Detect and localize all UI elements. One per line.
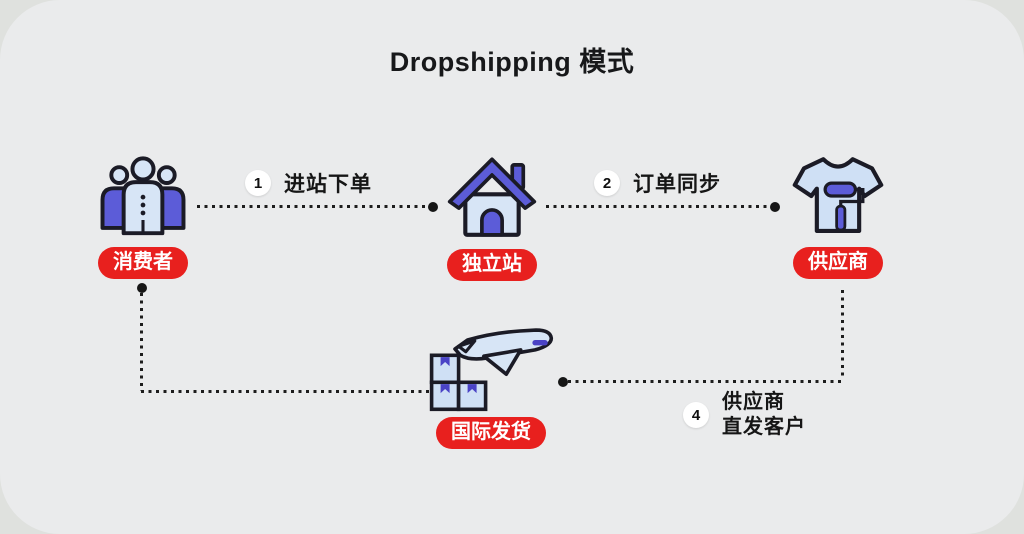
tshirt-paint-roller-icon [792,157,884,234]
connector-store-to-supplier [546,205,774,208]
store-label: 独立站 [447,249,537,281]
step-1-label: 进站下单 [284,173,372,196]
step-4: 4 供应商 直发客户 [683,390,806,440]
step-4-number-badge: 4 [683,402,709,428]
connector-shipping-up-to-consumer [140,293,143,391]
connector-endpoint-dot [770,202,780,212]
step-4-label-line1: 供应商 [722,391,785,413]
airplane-boxes-icon [429,328,554,412]
node-consumer: 消费者 [90,154,196,279]
connector-consumer-to-store [197,205,433,208]
people-icon [100,156,186,236]
connector-shipping-to-consumer [141,390,429,393]
consumer-label: 消费者 [98,247,188,279]
step-2-label: 订单同步 [633,173,721,196]
connector-endpoint-dot [137,283,147,293]
step-2: 2 订单同步 [594,168,721,198]
step-1-number-badge: 1 [245,170,271,196]
step-2-number-badge: 2 [594,170,620,196]
step-4-label-line2: 直发客户 [722,416,806,438]
node-shipping: 国际发货 [426,322,556,449]
node-store: 独立站 [437,152,547,281]
node-supplier: 供应商 [782,150,894,279]
connector-supplier-to-shipping [568,380,843,383]
diagram-title: Dropshipping 模式 [389,47,635,77]
supplier-label: 供应商 [793,247,883,279]
connector-endpoint-dot [428,202,438,212]
connector-endpoint-dot [558,377,568,387]
shipping-label: 国际发货 [436,417,546,449]
step-4-label: 供应商 直发客户 [722,390,806,440]
step-1: 1 进站下单 [245,168,372,198]
connector-supplier-down [841,290,844,380]
house-icon [447,157,537,237]
